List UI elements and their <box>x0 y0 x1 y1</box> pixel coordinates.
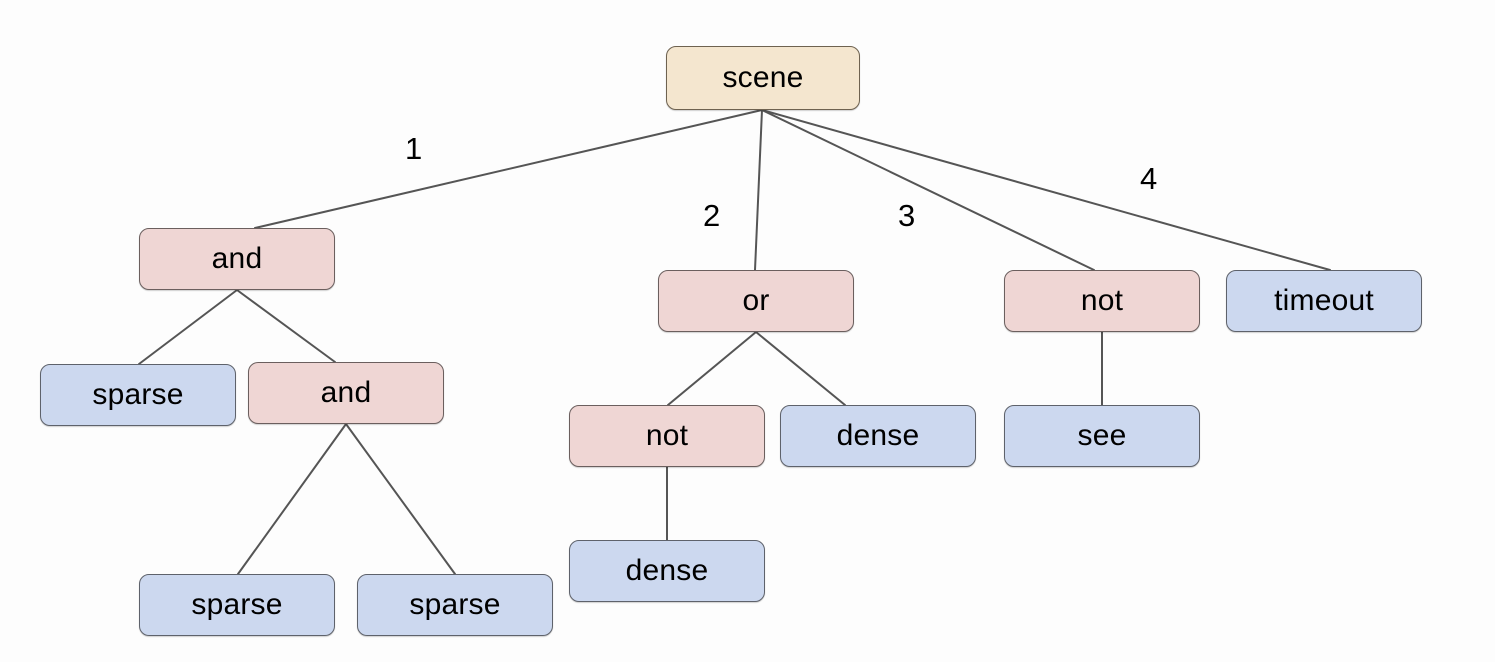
tree-node-not2[interactable]: not <box>1004 270 1200 332</box>
tree-edge-scene-to-and1 <box>254 109 763 229</box>
edge-label-1: 1 <box>405 131 423 166</box>
tree-node-not1[interactable]: not <box>569 405 765 467</box>
tree-node-timeout1[interactable]: timeout <box>1226 270 1422 332</box>
tree-edge-scene-to-timeout1 <box>761 109 1331 271</box>
tree-node-sparse1[interactable]: sparse <box>40 364 236 426</box>
tree-node-sparse3[interactable]: sparse <box>357 574 553 636</box>
edge-label-2: 2 <box>703 198 721 233</box>
edge-label-3: 3 <box>898 198 916 233</box>
tree-node-dense2[interactable]: dense <box>569 540 765 602</box>
tree-edge-and2-to-sparse2 <box>237 423 347 575</box>
tree-node-sparse2[interactable]: sparse <box>139 574 335 636</box>
tree-edge-scene-to-not2 <box>761 109 1095 271</box>
tree-edge-or1-to-dense1 <box>755 331 846 406</box>
tree-node-or1[interactable]: or <box>658 270 854 332</box>
tree-edge-and2-to-sparse3 <box>345 423 456 575</box>
tree-edge-or1-to-not1 <box>667 331 757 406</box>
tree-edge-scene-to-or1 <box>754 109 763 271</box>
tree-node-and2[interactable]: and <box>248 362 444 424</box>
edge-label-4: 4 <box>1140 161 1158 196</box>
tree-node-see1[interactable]: see <box>1004 405 1200 467</box>
tree-node-dense1[interactable]: dense <box>780 405 976 467</box>
tree-node-and1[interactable]: and <box>139 228 335 290</box>
tree-node-scene[interactable]: scene <box>666 46 860 110</box>
tree-edge-and1-to-and2 <box>236 289 336 363</box>
tree-edge-and1-to-sparse1 <box>138 289 238 365</box>
